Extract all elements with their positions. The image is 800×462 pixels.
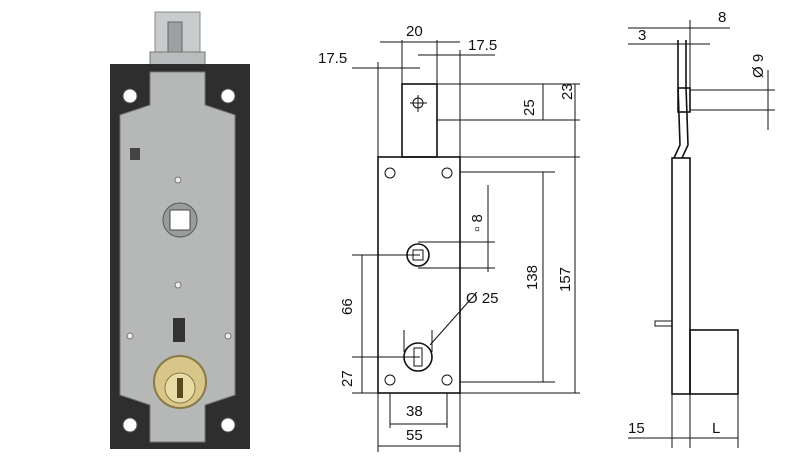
photo-hole — [122, 417, 138, 433]
dim-side-top-large: 8 — [718, 9, 726, 26]
side-pin — [654, 320, 673, 327]
photo-square-hole — [169, 209, 191, 231]
dim-right-offset: 17.5 — [468, 37, 497, 54]
front-corner-hole — [384, 167, 396, 179]
dim-tab-height: 23 — [559, 83, 576, 100]
dim-cylinder-hole: Ø 25 — [466, 290, 499, 307]
dim-top-width: 20 — [406, 23, 423, 40]
dim-height-total: 157 — [557, 267, 574, 292]
dim-bottom-outer: 55 — [406, 427, 423, 444]
photo-hole — [122, 88, 138, 104]
side-tab-block — [677, 87, 691, 113]
photo-rivet — [174, 281, 182, 289]
photo-hole — [220, 88, 236, 104]
photo-plate — [119, 71, 236, 443]
photo-rivet — [224, 332, 232, 340]
front-corner-hole — [384, 374, 396, 386]
front-corner-hole — [441, 374, 453, 386]
dim-square-hole: ▫ 8 — [469, 214, 486, 232]
dim-height-body: 138 — [524, 265, 541, 290]
dim-side-bottom-left: 15 — [628, 420, 645, 437]
side-body — [671, 157, 691, 395]
dim-side-bottom-right: L — [712, 420, 720, 437]
dim-side-top-small: 3 — [638, 27, 646, 44]
dim-side-hole: Ø 9 — [750, 54, 767, 78]
photo-rivet — [174, 176, 182, 184]
photo-rivet — [126, 332, 134, 340]
front-corner-hole — [441, 167, 453, 179]
side-cylinder — [689, 329, 739, 395]
photo-hole — [220, 417, 236, 433]
dim-left-lower: 27 — [339, 370, 356, 387]
dim-tab-hole-offset: 25 — [521, 99, 538, 116]
dim-left-offset: 17.5 — [318, 50, 347, 67]
front-body — [377, 156, 461, 394]
photo-rivet — [130, 148, 140, 160]
dim-bottom-inner: 38 — [406, 403, 423, 420]
photo-slot — [173, 318, 185, 342]
photo-keyway — [177, 378, 183, 398]
dim-left-upper: 66 — [339, 298, 356, 315]
